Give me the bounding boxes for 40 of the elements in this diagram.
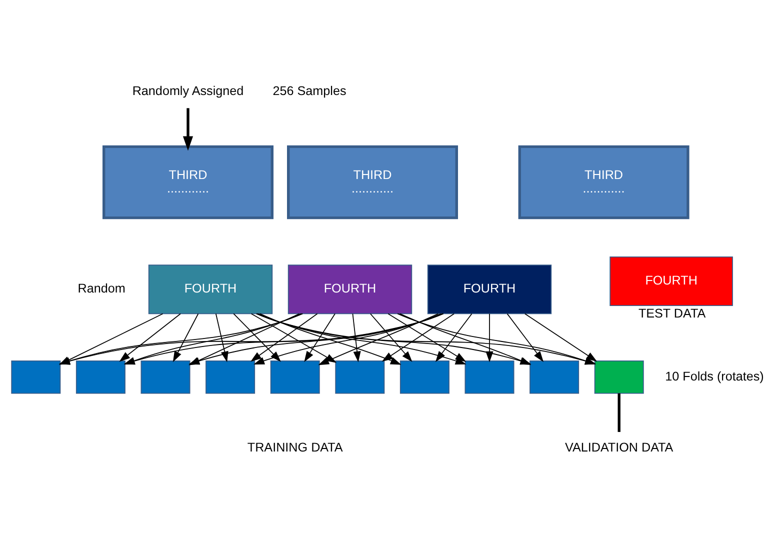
node-box (530, 360, 580, 394)
arrow (352, 313, 361, 362)
node-box (594, 360, 644, 394)
arrow (318, 313, 439, 366)
label: Random (78, 282, 126, 296)
node-box: THIRD ............ (518, 145, 690, 220)
node-box (270, 360, 320, 394)
arrow (119, 313, 181, 362)
node-text: VALIDATION DATA (564, 440, 674, 455)
arrow (233, 313, 281, 362)
arrow (304, 313, 336, 362)
node-box: THIRD ............ (102, 145, 274, 220)
arrow (250, 313, 318, 362)
node-box (335, 360, 385, 394)
node-box: FOURTH (427, 264, 552, 314)
arrow (506, 313, 544, 362)
label: TRAINING DATA (247, 440, 343, 455)
node-box (76, 360, 126, 394)
arrow (486, 313, 494, 362)
label: 256 Samples (272, 84, 346, 98)
node-box: FOURTH (148, 264, 273, 314)
arrow (382, 313, 455, 362)
arrow (172, 313, 199, 362)
node-label: TEST DATA (638, 306, 706, 320)
node-box (464, 360, 514, 394)
label: 10 Folds (rotates) (665, 369, 764, 384)
node-text: Randomly Assigned (132, 84, 244, 98)
node-box: FOURTH (288, 264, 412, 314)
node-box (400, 360, 450, 394)
node-box: THIRD ............ (287, 145, 458, 220)
arrow (524, 313, 598, 362)
arrow (188, 313, 300, 366)
node-box (140, 360, 190, 394)
arrow (388, 313, 466, 362)
node-box (11, 360, 61, 394)
arrow (370, 313, 412, 362)
connector (618, 393, 620, 432)
node-box (206, 360, 256, 394)
arrow (435, 313, 472, 362)
arrow (182, 108, 194, 151)
